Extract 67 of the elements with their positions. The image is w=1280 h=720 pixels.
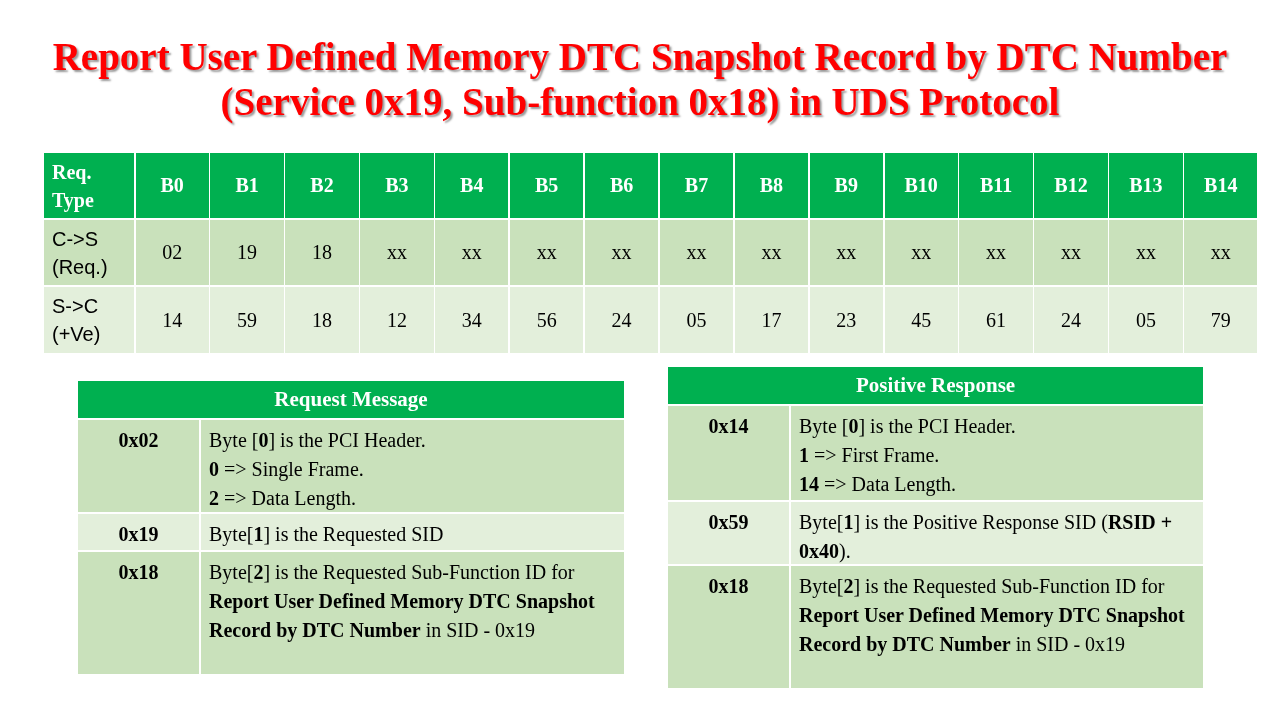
table-cell: xx <box>461 241 482 264</box>
column-header: B14 <box>1204 174 1238 197</box>
hex-value: 0x59 <box>708 510 749 535</box>
table-cell: 18 <box>312 308 332 332</box>
hex-value: 0x18 <box>118 560 159 585</box>
description-text: Byte[2] is the Requested Sub-Function ID for Report User Defined Memory DTC Snapshot Record by DTC Number in SID - 0x19 <box>209 560 596 644</box>
table-cell: 79 <box>1210 308 1231 332</box>
description-text: 14 => Data Length. <box>799 472 956 498</box>
column-header: B3 <box>385 174 409 197</box>
table-cell: xx <box>1210 241 1231 264</box>
column-header: B1 <box>235 174 259 197</box>
table-cell: 18 <box>312 241 332 264</box>
hex-value: 0x19 <box>118 522 159 547</box>
table-cell: 05 <box>686 308 707 332</box>
table-cell: 05 <box>1135 308 1156 332</box>
column-header: B10 <box>904 174 938 197</box>
column-header: B11 <box>979 174 1013 197</box>
table-cell: 59 <box>237 308 258 332</box>
hex-value: 0x18 <box>708 574 749 599</box>
row-header: C->S (Req.) <box>52 226 109 280</box>
description-text: 1 => First Frame. <box>799 443 940 468</box>
description-text: Byte [0] is the PCI Header. <box>799 414 1016 440</box>
table-cell: 24 <box>611 308 632 332</box>
row-header: S->C (+Ve) <box>52 294 102 347</box>
table-cell: xx <box>386 241 407 264</box>
column-header: B13 <box>1129 174 1163 197</box>
table-cell: 34 <box>461 308 482 332</box>
column-header: B8 <box>759 174 784 197</box>
table-header: Request Message <box>274 387 428 412</box>
table-cell: 23 <box>836 308 857 332</box>
table-cell: 12 <box>386 308 407 332</box>
table-cell: xx <box>911 241 932 264</box>
table-cell: xx <box>986 241 1007 264</box>
table-cell: xx <box>1061 241 1081 264</box>
table-cell: 45 <box>911 308 932 332</box>
column-header: B0 <box>160 174 184 197</box>
column-header: B7 <box>684 174 709 197</box>
table-cell: 56 <box>536 308 557 332</box>
column-header: B5 <box>535 174 559 197</box>
hex-value: 0x14 <box>708 414 749 439</box>
table-cell: xx <box>836 241 857 264</box>
hex-value: 0x02 <box>118 428 159 453</box>
table-cell: xx <box>686 241 707 264</box>
description-text: Byte[1] is the Requested SID <box>209 522 444 548</box>
table-cell: xx <box>761 241 782 264</box>
column-header: Req. Type <box>52 159 95 214</box>
column-header: B6 <box>609 174 634 197</box>
title: Report User Defined Memory DTC Snapshot Record by DTC Number (Service 0x19, Sub-function 0x18) in UDS Protocol <box>51 34 1229 124</box>
description-text: Byte[2] is the Requested Sub-Function ID for Report User Defined Memory DTC Snapshot Record by DTC Number in SID - 0x19 <box>799 574 1186 658</box>
table-cell: 17 <box>761 308 782 332</box>
column-header: B12 <box>1054 174 1088 197</box>
table-cell: xx <box>536 241 557 264</box>
table-cell: 24 <box>1061 308 1081 332</box>
description-text: 0 => Single Frame. <box>209 457 364 483</box>
table-cell: xx <box>1135 241 1156 264</box>
table-cell: 61 <box>986 308 1007 332</box>
table-cell: xx <box>611 241 632 264</box>
table-cell: 19 <box>237 241 258 264</box>
description-text: 2 => Data Length. <box>209 486 356 512</box>
table-header: Positive Response <box>855 373 1016 398</box>
column-header: B9 <box>834 174 858 197</box>
column-header: B2 <box>310 174 334 197</box>
table-cell: 14 <box>162 308 183 332</box>
description-text: Byte[1] is the Positive Response SID (RSID + 0x40). <box>799 510 1174 564</box>
table-cell: 02 <box>162 241 183 264</box>
description-text: Byte [0] is the PCI Header. <box>209 428 426 454</box>
column-header: B4 <box>460 174 484 197</box>
